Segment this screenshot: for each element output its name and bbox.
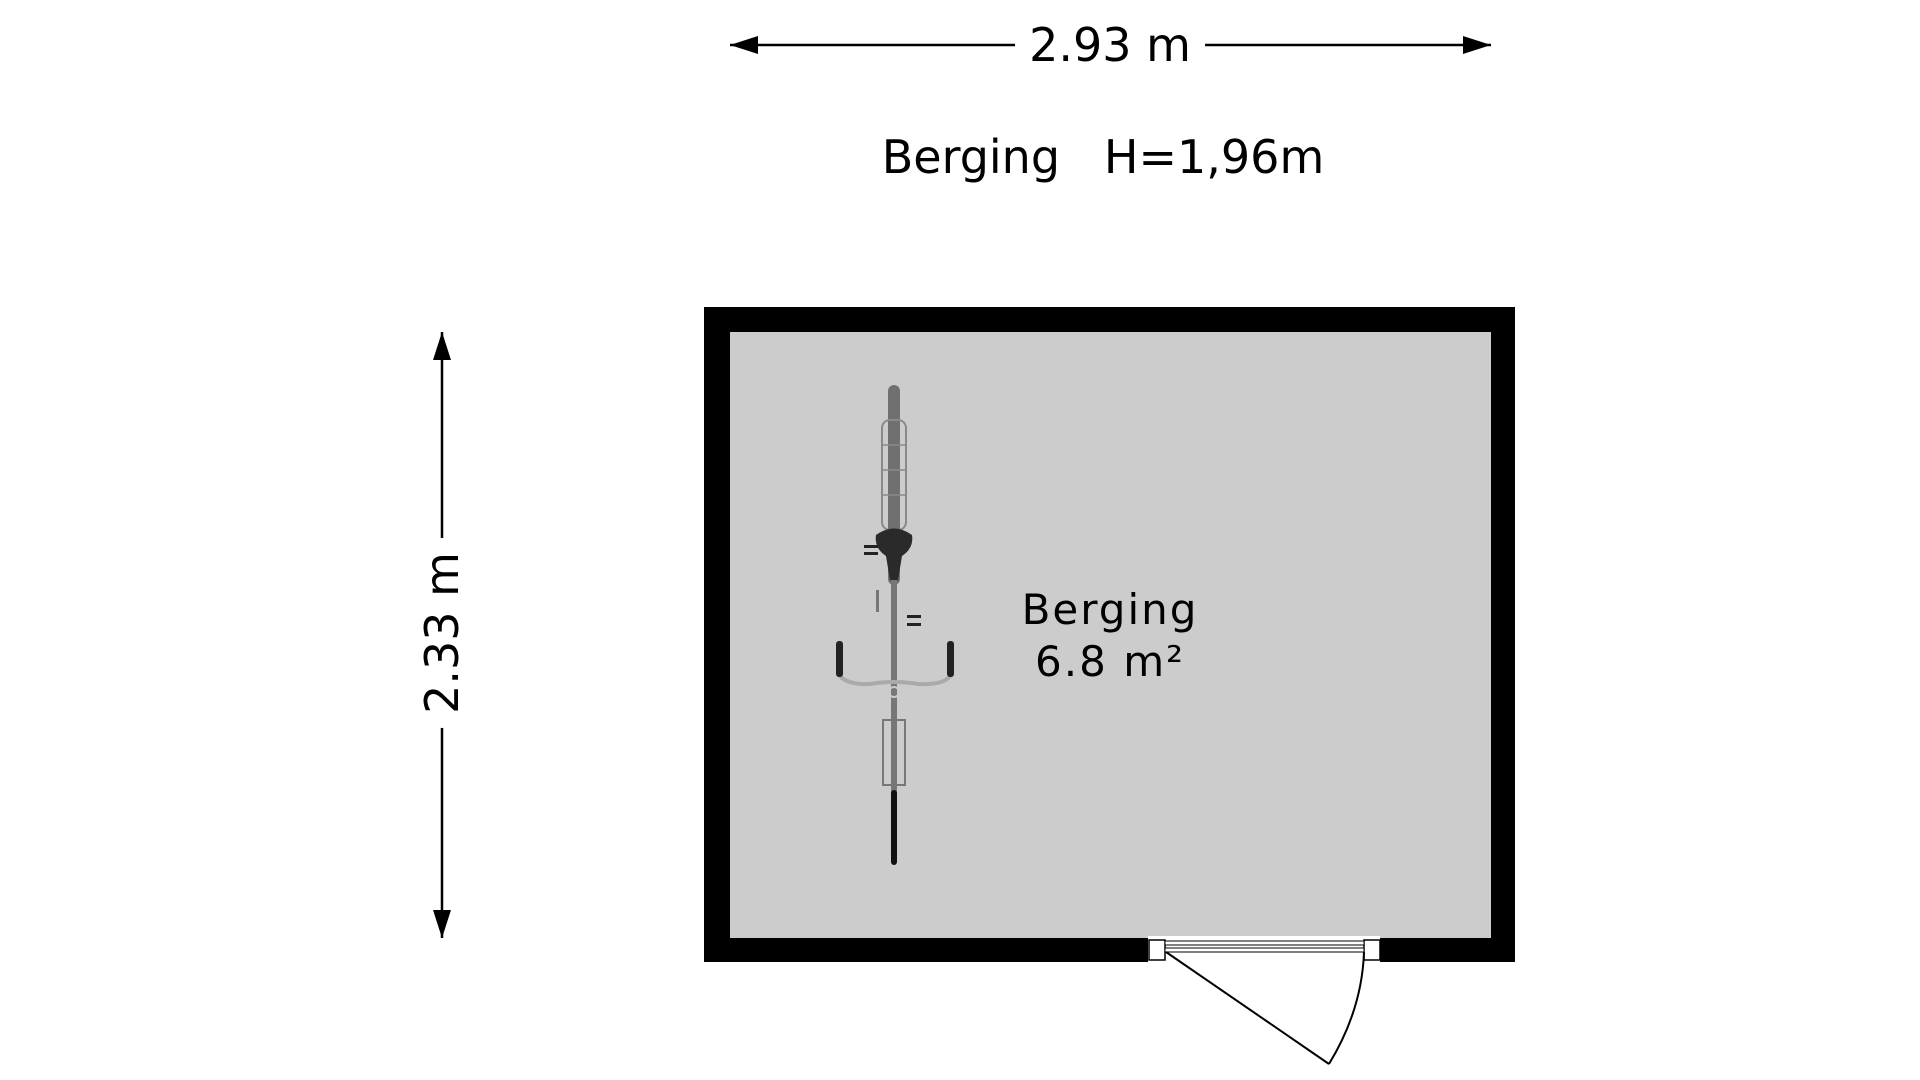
plan-title: Berging H=1,96m [881,130,1325,184]
height-dimension-label: 2.33 m [415,538,469,728]
door[interactable] [1148,939,1381,1065]
room-name-label: Berging [1021,585,1199,634]
bicycle-icon [836,385,954,865]
room-area-label: 6.8 m² [1035,637,1185,686]
width-dimension-label: 2.93 m [1015,22,1205,68]
walls [704,307,1515,964]
room-floor [730,332,1491,938]
